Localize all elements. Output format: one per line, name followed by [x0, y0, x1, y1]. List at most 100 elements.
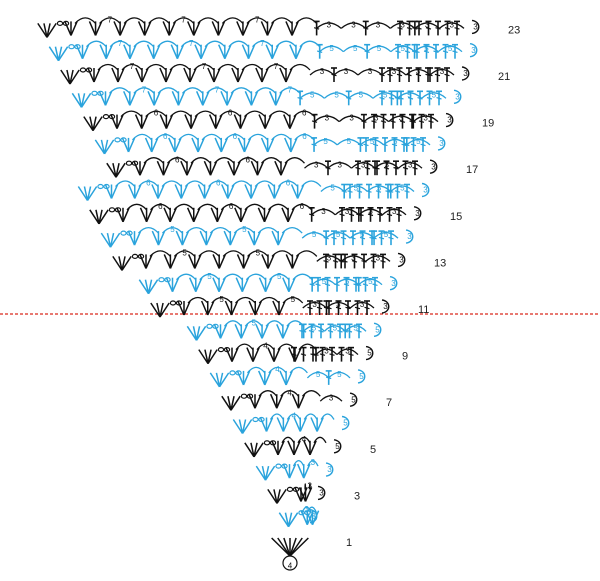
- chain-loop: [68, 44, 75, 50]
- fan-stitch: [151, 137, 159, 153]
- fan-stitch: [139, 254, 147, 269]
- chain-arch: [243, 110, 266, 118]
- chain-count: 7: [255, 16, 260, 25]
- chain-arch: [338, 115, 365, 123]
- turning-chain: [429, 159, 438, 174]
- fan-stitch: [207, 349, 218, 365]
- chain-count: 5: [432, 90, 437, 99]
- chain-arch: [237, 157, 258, 164]
- fan-stitch: [197, 184, 206, 199]
- double-crochet-bar: [416, 27, 422, 30]
- fan-stitch: [287, 207, 295, 223]
- chain-arch: [97, 63, 119, 71]
- chain-arch: [271, 250, 293, 257]
- fan-stitch: [169, 254, 178, 269]
- fan-stitch: [230, 300, 239, 316]
- fan-stitch: [123, 90, 131, 106]
- fan-stitch: [195, 326, 201, 341]
- chain-arch: [439, 22, 465, 29]
- fan-stitch: [258, 114, 266, 129]
- turning-chain: [349, 392, 358, 407]
- fan-stitch: [80, 92, 92, 108]
- fan-stitch: [250, 184, 258, 199]
- fan-stitch: [235, 277, 244, 293]
- double-crochet-bar: [425, 27, 432, 30]
- chain-loop: [79, 67, 87, 73]
- double-crochet-bar: [390, 120, 396, 123]
- chain-arch: [307, 459, 319, 467]
- fan-stitch: [213, 323, 222, 339]
- chain-arch: [348, 92, 374, 99]
- chain-arch: [133, 87, 155, 94]
- chain-count: 3: [351, 21, 356, 30]
- fan-stitch: [89, 116, 94, 131]
- chain-count: 7: [108, 16, 113, 25]
- chain-count: 6: [229, 202, 234, 211]
- chain-count: 4: [292, 412, 297, 421]
- fan-stitch: [233, 160, 241, 176]
- double-crochet-bar: [316, 306, 323, 310]
- chain-arch: [261, 157, 282, 164]
- chain-arch: [258, 296, 280, 304]
- double-crochet-bar: [404, 190, 410, 193]
- chain-count: 5: [333, 323, 338, 332]
- fan-stitch: [294, 487, 302, 502]
- double-crochet-bar: [346, 330, 353, 333]
- fan-stitch: [165, 114, 174, 129]
- double-crochet-bar: [351, 260, 358, 263]
- starting-ring: 4: [282, 555, 298, 571]
- chain-count: 5: [353, 44, 358, 53]
- turning-chain: [333, 439, 342, 454]
- fan-stitch: [304, 487, 313, 502]
- double-crochet-bar: [313, 27, 320, 30]
- fan-stitch: [278, 300, 286, 316]
- double-crochet-bar: [399, 120, 406, 123]
- fan-stitch: [271, 537, 291, 557]
- chain-arch: [257, 226, 279, 234]
- fan-stitch: [194, 254, 202, 269]
- fan-stitch: [37, 22, 48, 38]
- chain-count: 3: [392, 67, 397, 76]
- fan-stitch: [290, 184, 299, 199]
- double-crochet-bar: [423, 50, 430, 53]
- fan-stitch: [237, 137, 246, 153]
- fan-stitch: [117, 67, 125, 83]
- turning-chain-count: 3: [311, 512, 316, 521]
- turning-chain-count: 3: [399, 256, 404, 265]
- fan-stitch: [306, 510, 315, 526]
- double-crochet-bar: [339, 213, 345, 217]
- chain-arch: [280, 390, 300, 397]
- fan-stitch: [80, 93, 86, 108]
- chain-arch: [123, 17, 146, 24]
- double-crochet-bar: [342, 260, 348, 263]
- fan-stitch: [169, 207, 177, 223]
- chain-arch: [169, 63, 191, 71]
- chain-count: 5: [354, 184, 359, 193]
- chain-arch: [201, 133, 222, 141]
- chain-arch: [316, 22, 342, 29]
- fan-stitch: [241, 419, 253, 434]
- fan-stitch: [250, 442, 255, 457]
- double-crochet-bar: [454, 27, 460, 30]
- chain-count: 5: [242, 225, 247, 234]
- turning-chain: [309, 509, 318, 524]
- turning-chain: [469, 43, 478, 58]
- fan-stitch: [156, 160, 165, 176]
- chain-count: 5: [182, 249, 187, 258]
- turning-chain: [445, 112, 454, 128]
- chain-arch: [309, 68, 335, 76]
- chain-arch: [228, 40, 250, 48]
- fan-stitch: [100, 232, 112, 248]
- fan-stitch: [285, 21, 293, 36]
- double-crochet-bar: [356, 330, 362, 333]
- chain-count: 6: [246, 155, 251, 164]
- fan-stitch: [113, 21, 121, 36]
- chain-loop: [252, 416, 259, 423]
- fan-stitch: [133, 160, 141, 176]
- fan-stitch: [266, 137, 275, 153]
- fan-stitch: [137, 21, 146, 36]
- fan-stitch: [118, 256, 123, 271]
- fan-stitch: [254, 300, 263, 316]
- chain-count: 5: [330, 184, 335, 193]
